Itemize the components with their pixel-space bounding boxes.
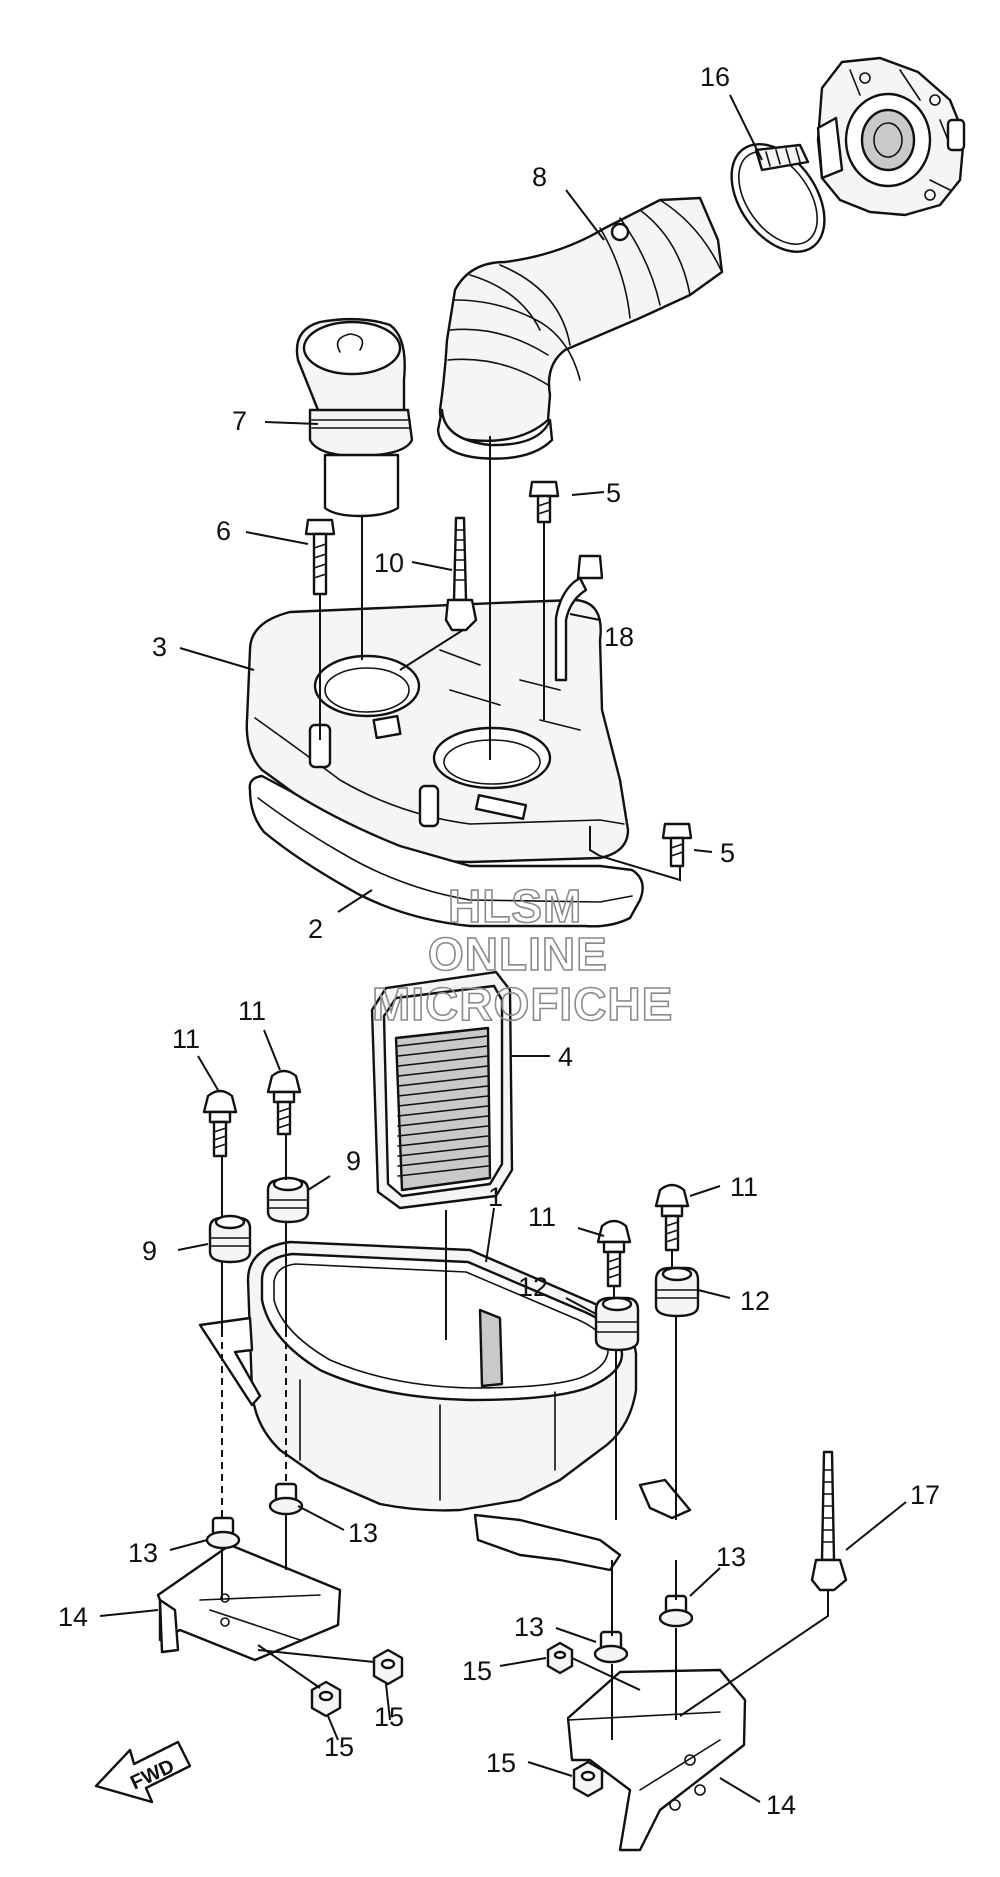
callout-16: 16 (700, 62, 730, 92)
assembly-lines (221, 436, 829, 1740)
callout-11-a: 11 (172, 1024, 200, 1054)
callout-14-right: 14 (766, 1790, 796, 1820)
air-filter-element (370, 970, 514, 1210)
bolt-11-c (596, 1219, 632, 1288)
watermark-line-1: HLSM (448, 880, 582, 932)
callout-10: 10 (374, 548, 404, 578)
callout-13-a: 13 (128, 1538, 158, 1568)
callout-9-upper: 9 (346, 1146, 361, 1176)
callout-14-left: 14 (58, 1602, 88, 1632)
airbox-gasket (248, 774, 644, 928)
callout-9-lower: 9 (142, 1236, 157, 1266)
callout-15-a: 15 (374, 1702, 404, 1732)
collar-13-b (268, 1482, 304, 1516)
nut-15-d (572, 1760, 604, 1798)
collar-13-d (593, 1630, 629, 1664)
bolt-5-lower (661, 822, 693, 868)
callout-7: 7 (232, 406, 247, 436)
airbox-cover (245, 598, 630, 864)
cable-tie-10 (444, 516, 478, 632)
hose-clamp (730, 143, 826, 253)
callout-12-b: 12 (740, 1286, 770, 1316)
bolt-5-upper (528, 480, 560, 524)
breather-hose (554, 554, 604, 682)
nut-15-c (546, 1641, 574, 1675)
grommet-12-left (594, 1296, 640, 1352)
callout-13-c: 13 (716, 1542, 746, 1572)
callout-2: 2 (308, 914, 323, 944)
nut-15-a (310, 1680, 342, 1718)
bolt-11-a (202, 1089, 238, 1158)
callout-13-b: 13 (348, 1518, 378, 1548)
callout-3: 3 (152, 632, 167, 662)
callout-5-lower: 5 (720, 838, 735, 868)
intake-duct (436, 196, 724, 460)
mounting-bracket-right (566, 1668, 747, 1852)
callout-11-c: 11 (528, 1202, 556, 1232)
watermark-line-3: MICROFICHE (372, 978, 673, 1030)
throttle-body (816, 56, 966, 217)
forward-direction-arrow: FWD (94, 1740, 192, 1804)
callout-12-a: 12 (518, 1272, 548, 1302)
grommet-12-right (654, 1266, 700, 1318)
callout-15-b: 15 (324, 1732, 354, 1762)
callout-6: 6 (216, 516, 231, 546)
collar-13-c (658, 1594, 694, 1628)
callout-5-upper: 5 (606, 478, 621, 508)
leader-lines (99, 94, 907, 1803)
callout-15-c: 15 (462, 1656, 492, 1686)
callout-8: 8 (532, 162, 547, 192)
callout-13-d: 13 (514, 1612, 544, 1642)
watermark-line-2: ONLINE (428, 928, 608, 980)
mounting-bracket-left (156, 1543, 342, 1662)
callout-17: 17 (910, 1480, 940, 1510)
cable-tie-17 (810, 1450, 848, 1592)
callout-labels: 16 8 7 6 10 5 18 3 5 2 4 11 11 9 9 1 11 … (58, 62, 940, 1820)
bolt-11-b (266, 1069, 302, 1136)
intake-elbow (295, 317, 414, 518)
bolt-11-d (654, 1183, 690, 1252)
callout-4: 4 (558, 1042, 573, 1072)
grommet-9-left (208, 1214, 252, 1264)
callout-11-d: 11 (730, 1172, 758, 1202)
grommet-9-right (266, 1176, 310, 1224)
bolt-6 (304, 518, 336, 596)
filter-pleats (394, 1026, 492, 1192)
collar-13-a (205, 1516, 241, 1550)
nut-15-b (372, 1648, 404, 1686)
watermark: HLSM ONLINE MICROFICHE (371, 879, 673, 1031)
callout-18: 18 (604, 622, 634, 652)
airbox-case (198, 1240, 692, 1572)
callout-15-d: 15 (486, 1748, 516, 1778)
callout-1: 1 (488, 1182, 503, 1212)
callout-11-b: 11 (238, 996, 266, 1026)
